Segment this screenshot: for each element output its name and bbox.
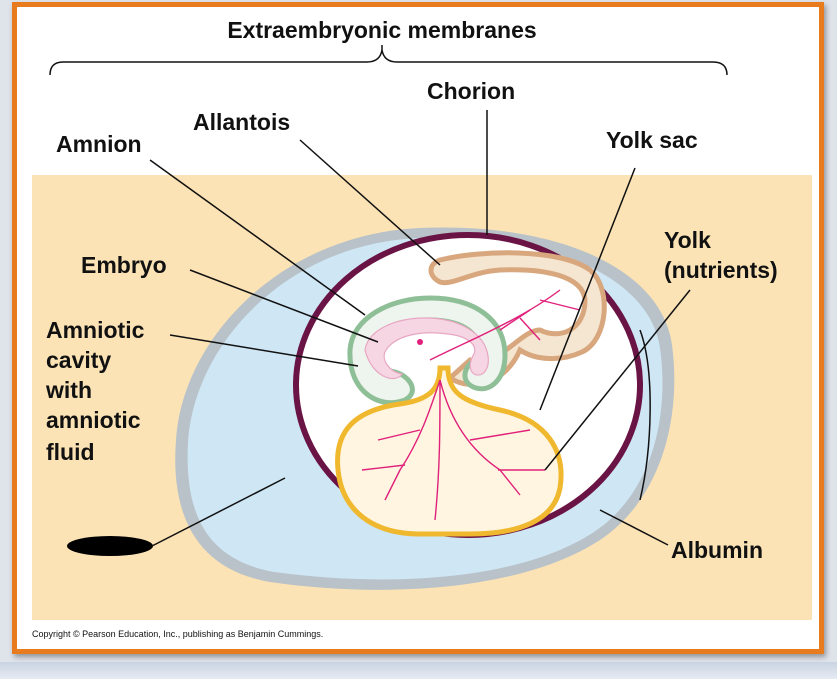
- embryo-leader: [189, 269, 379, 343]
- amnion-leader: [149, 159, 366, 316]
- slide-bottom-bar: [0, 662, 837, 679]
- embryo-label: Embryo: [81, 252, 167, 278]
- redacted-label: [67, 536, 153, 556]
- albumin-leader: [599, 509, 669, 546]
- yolk-label-line1: Yolk: [664, 227, 711, 253]
- cavity-label-line2: cavity: [46, 347, 111, 373]
- cavity-label-line4: amniotic: [46, 407, 141, 433]
- albumin-label: Albumin: [671, 537, 763, 563]
- allantois-label: Allantois: [193, 109, 290, 135]
- copyright-text: Copyright © Pearson Education, Inc., pub…: [32, 629, 323, 639]
- yolk-sac-leader: [539, 167, 636, 411]
- title-label: Extraembryonic membranes: [227, 17, 536, 43]
- yolk-sac-label: Yolk sac: [606, 127, 698, 153]
- yolk-leader: [544, 289, 691, 471]
- embryo: [364, 317, 489, 380]
- cavity-label-line1: Amniotic: [46, 317, 145, 343]
- blood-vessels: [361, 289, 581, 521]
- embryo-heart: [417, 339, 423, 345]
- shell-leader: [151, 477, 286, 547]
- yolk-sac: [335, 365, 564, 537]
- membranes-brace: [49, 49, 728, 76]
- amnion-label: Amnion: [56, 131, 142, 157]
- chorion-label: Chorion: [427, 78, 515, 104]
- yolk-label-line2: (nutrients): [664, 257, 778, 283]
- allantois-leader: [299, 139, 441, 266]
- cavity-label-line5: fluid: [46, 439, 95, 465]
- cavity-label-line3: with: [45, 377, 92, 403]
- cavity-leader: [169, 334, 359, 367]
